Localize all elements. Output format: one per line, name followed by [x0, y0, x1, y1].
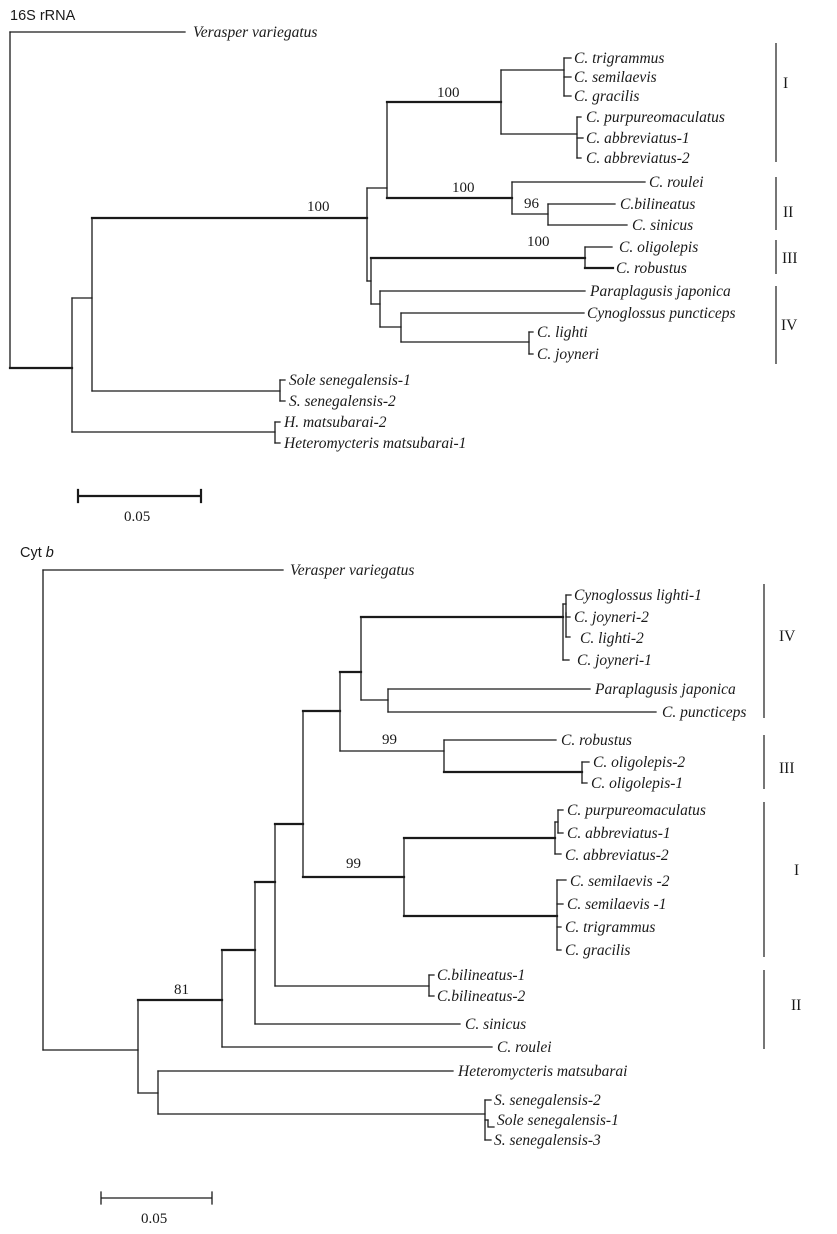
taxon-label: Heteromycteris matsubarai: [457, 1063, 627, 1080]
bootstrap-values-16s: 100 100 100 96 100: [307, 85, 550, 250]
bootstrap-values-cytb: 99 99 81: [174, 732, 397, 998]
bootstrap-value: 81: [174, 982, 189, 998]
panel-title-16s: 16S rRNA: [10, 8, 76, 24]
taxon-label: C. sinicus: [632, 217, 693, 234]
taxon-label: C. sinicus: [465, 1016, 526, 1033]
branch: [274, 421, 281, 444]
taxon-label: C. lighti-2: [580, 630, 644, 647]
branch: [556, 879, 567, 951]
taxon-label: C. abbreviatus-1: [586, 130, 690, 147]
clade-label: IV: [781, 317, 798, 334]
branch: [387, 688, 657, 713]
taxon-label: Paraplagusis japonica: [594, 681, 736, 698]
taxon-label: C. puncticeps: [662, 704, 746, 721]
scale-bar-label: 0.05: [124, 509, 150, 525]
branches-cytb: [42, 569, 657, 1141]
taxon-label: Cynoglossus lighti-1: [574, 587, 702, 604]
clade-label: III: [779, 760, 795, 777]
taxon-label: C. roulei: [649, 174, 704, 191]
panel-title-cytb: Cyt b: [20, 545, 54, 561]
taxon-label: C. joyneri-2: [574, 609, 649, 626]
branch: [487, 1119, 495, 1128]
taxon-label: Sole senegalensis-1: [497, 1112, 619, 1129]
taxon-label: Heteromycteris matsubarai-1: [283, 435, 466, 452]
taxon-label: H. matsubarai-2: [283, 414, 387, 431]
scale-bar-16s: 0.05: [76, 488, 203, 525]
bootstrap-value: 96: [524, 196, 540, 212]
taxon-label: C. robustus: [561, 732, 632, 749]
taxon-label: C.bilineatus-2: [437, 988, 526, 1005]
branch: [428, 974, 435, 997]
taxon-label: C. oligolepis: [619, 239, 698, 256]
tree-16s: 16S rRNA: [8, 8, 798, 525]
taxon-label: Sole senegalensis-1: [289, 372, 411, 389]
taxon-label: C. semilaevis: [574, 69, 657, 86]
taxon-label: Paraplagusis japonica: [589, 283, 731, 300]
clade-brackets-16s: I II III IV: [775, 43, 798, 364]
taxon-label: S. senegalensis-2: [289, 393, 396, 410]
taxon-label: S. senegalensis-3: [494, 1132, 601, 1149]
scale-bar-label: 0.05: [141, 1211, 167, 1227]
scale-bar: [76, 488, 203, 504]
branch: [563, 57, 572, 97]
taxon-label: C. robustus: [616, 260, 687, 277]
tree-cytb: Cyt b: [20, 545, 801, 1227]
branch: [565, 612, 571, 618]
clade-label: I: [783, 75, 788, 92]
branch: [279, 379, 286, 402]
clade-label: II: [791, 997, 801, 1014]
taxon-label: Verasper variegatus: [290, 562, 414, 579]
taxon-label: C.bilineatus: [620, 196, 695, 213]
taxon-label: C. abbreviatus-1: [567, 825, 671, 842]
taxon-label: C. semilaevis -1: [567, 896, 666, 913]
scale-bar-cytb: 0.05: [100, 1191, 213, 1227]
branch: [547, 203, 628, 226]
taxon-label: C.bilineatus-1: [437, 967, 525, 984]
taxon-label: C. purpureomaculatus: [586, 109, 725, 126]
taxon-label: Cynoglossus puncticeps: [587, 305, 736, 322]
clade-brackets-cytb: IV III I II: [763, 584, 801, 1049]
clade-label: III: [782, 250, 798, 267]
branch: [581, 761, 590, 784]
branches-16s: [8, 31, 646, 444]
taxon-label: C. semilaevis -2: [570, 873, 670, 890]
bootstrap-value: 99: [346, 856, 361, 872]
bootstrap-value: 100: [527, 234, 550, 250]
branch: [554, 809, 564, 855]
bootstrap-value: 100: [437, 85, 460, 101]
branch: [565, 594, 572, 638]
taxon-label: C. gracilis: [574, 88, 639, 105]
bootstrap-value: 100: [307, 199, 330, 215]
taxon-label: Verasper variegatus: [193, 24, 317, 41]
branch: [500, 69, 578, 135]
taxon-label: C. oligolepis-2: [593, 754, 685, 771]
taxon-label: C. oligolepis-1: [591, 775, 683, 792]
clade-label: II: [783, 204, 793, 221]
taxon-labels-cytb: Verasper variegatus Cynoglossus lighti-1…: [290, 562, 746, 1149]
clade-label: IV: [779, 628, 796, 645]
scale-bar: [100, 1191, 213, 1205]
taxon-label: C. trigrammus: [565, 919, 655, 936]
taxon-label: C. gracilis: [565, 942, 630, 959]
taxon-label: C. roulei: [497, 1039, 552, 1056]
taxon-label: S. senegalensis-2: [494, 1092, 601, 1109]
branch: [576, 116, 582, 159]
bootstrap-value: 99: [382, 732, 397, 748]
taxon-label: C. abbreviatus-2: [565, 847, 669, 864]
taxon-label: C. lighti: [537, 324, 588, 341]
taxon-label: C. joyneri: [537, 346, 599, 363]
taxon-label: C. trigrammus: [574, 50, 664, 67]
taxon-label: C. abbreviatus-2: [586, 150, 690, 167]
taxon-label: C. joyneri-1: [577, 652, 652, 669]
bootstrap-value: 100: [452, 180, 475, 196]
taxon-label: C. purpureomaculatus: [567, 802, 706, 819]
branch: [484, 1099, 492, 1141]
branch: [528, 331, 534, 355]
clade-label: I: [794, 862, 799, 879]
taxon-labels-16s: Verasper variegatus C. trigrammus C. sem…: [193, 24, 736, 452]
